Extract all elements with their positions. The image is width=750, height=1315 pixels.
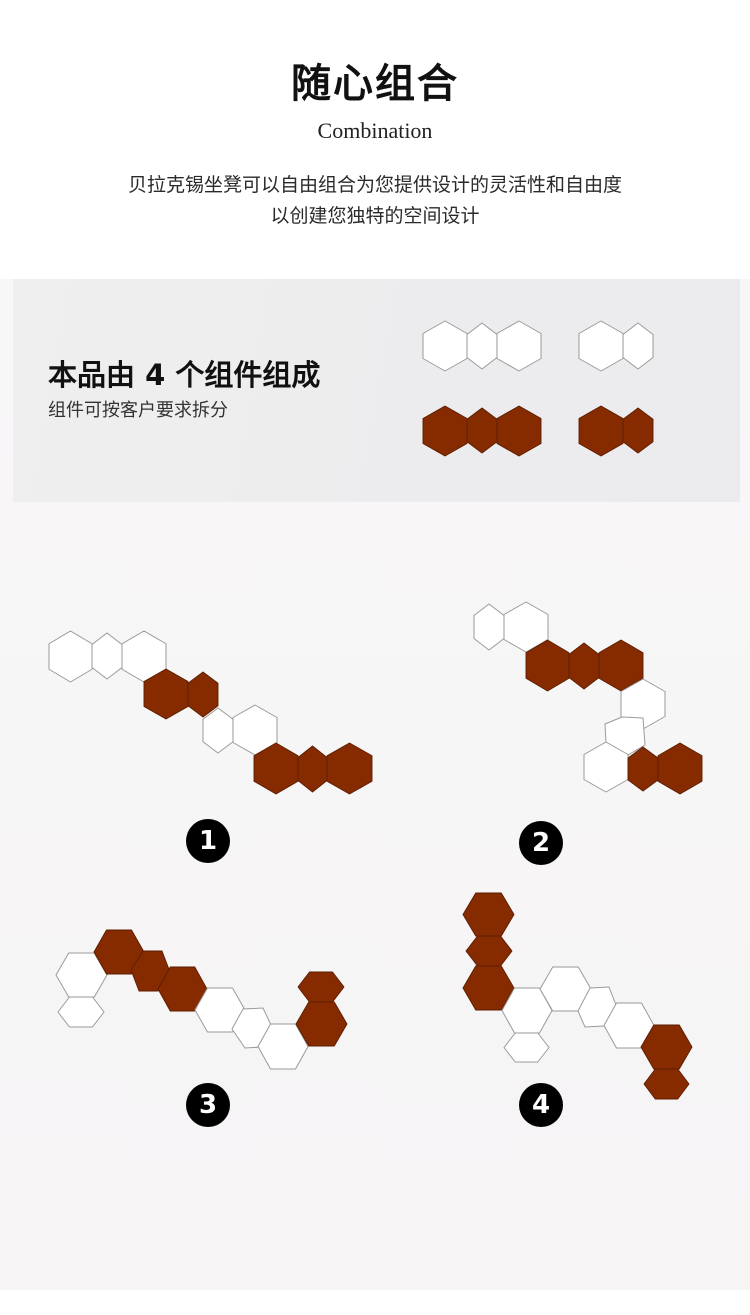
components-panel [13, 279, 740, 502]
page-subtitle: Combination [317, 118, 433, 143]
components-panel-title: 本品由 4 个组件组成 [48, 358, 321, 392]
combination-badge-4: 4 [519, 1083, 563, 1127]
page-title: 随心组合 [291, 61, 459, 107]
description-line: 贝拉克锡坐凳可以自由组合为您提供设计的灵活性和自由度 [127, 174, 622, 196]
combination-badge-1: 1 [186, 819, 230, 863]
description: 贝拉克锡坐凳可以自由组合为您提供设计的灵活性和自由度 以创建您独特的空间设计 [0, 170, 750, 232]
combination-badge-3: 3 [186, 1083, 230, 1127]
description-line: 以创建您独特的空间设计 [270, 205, 480, 227]
header-section: 随心组合 Combination 贝拉克锡坐凳可以自由组合为您提供设计的灵活性和… [0, 0, 750, 279]
components-panel-subtitle: 组件可按客户要求拆分 [48, 400, 228, 421]
combination-badge-2: 2 [519, 821, 563, 865]
